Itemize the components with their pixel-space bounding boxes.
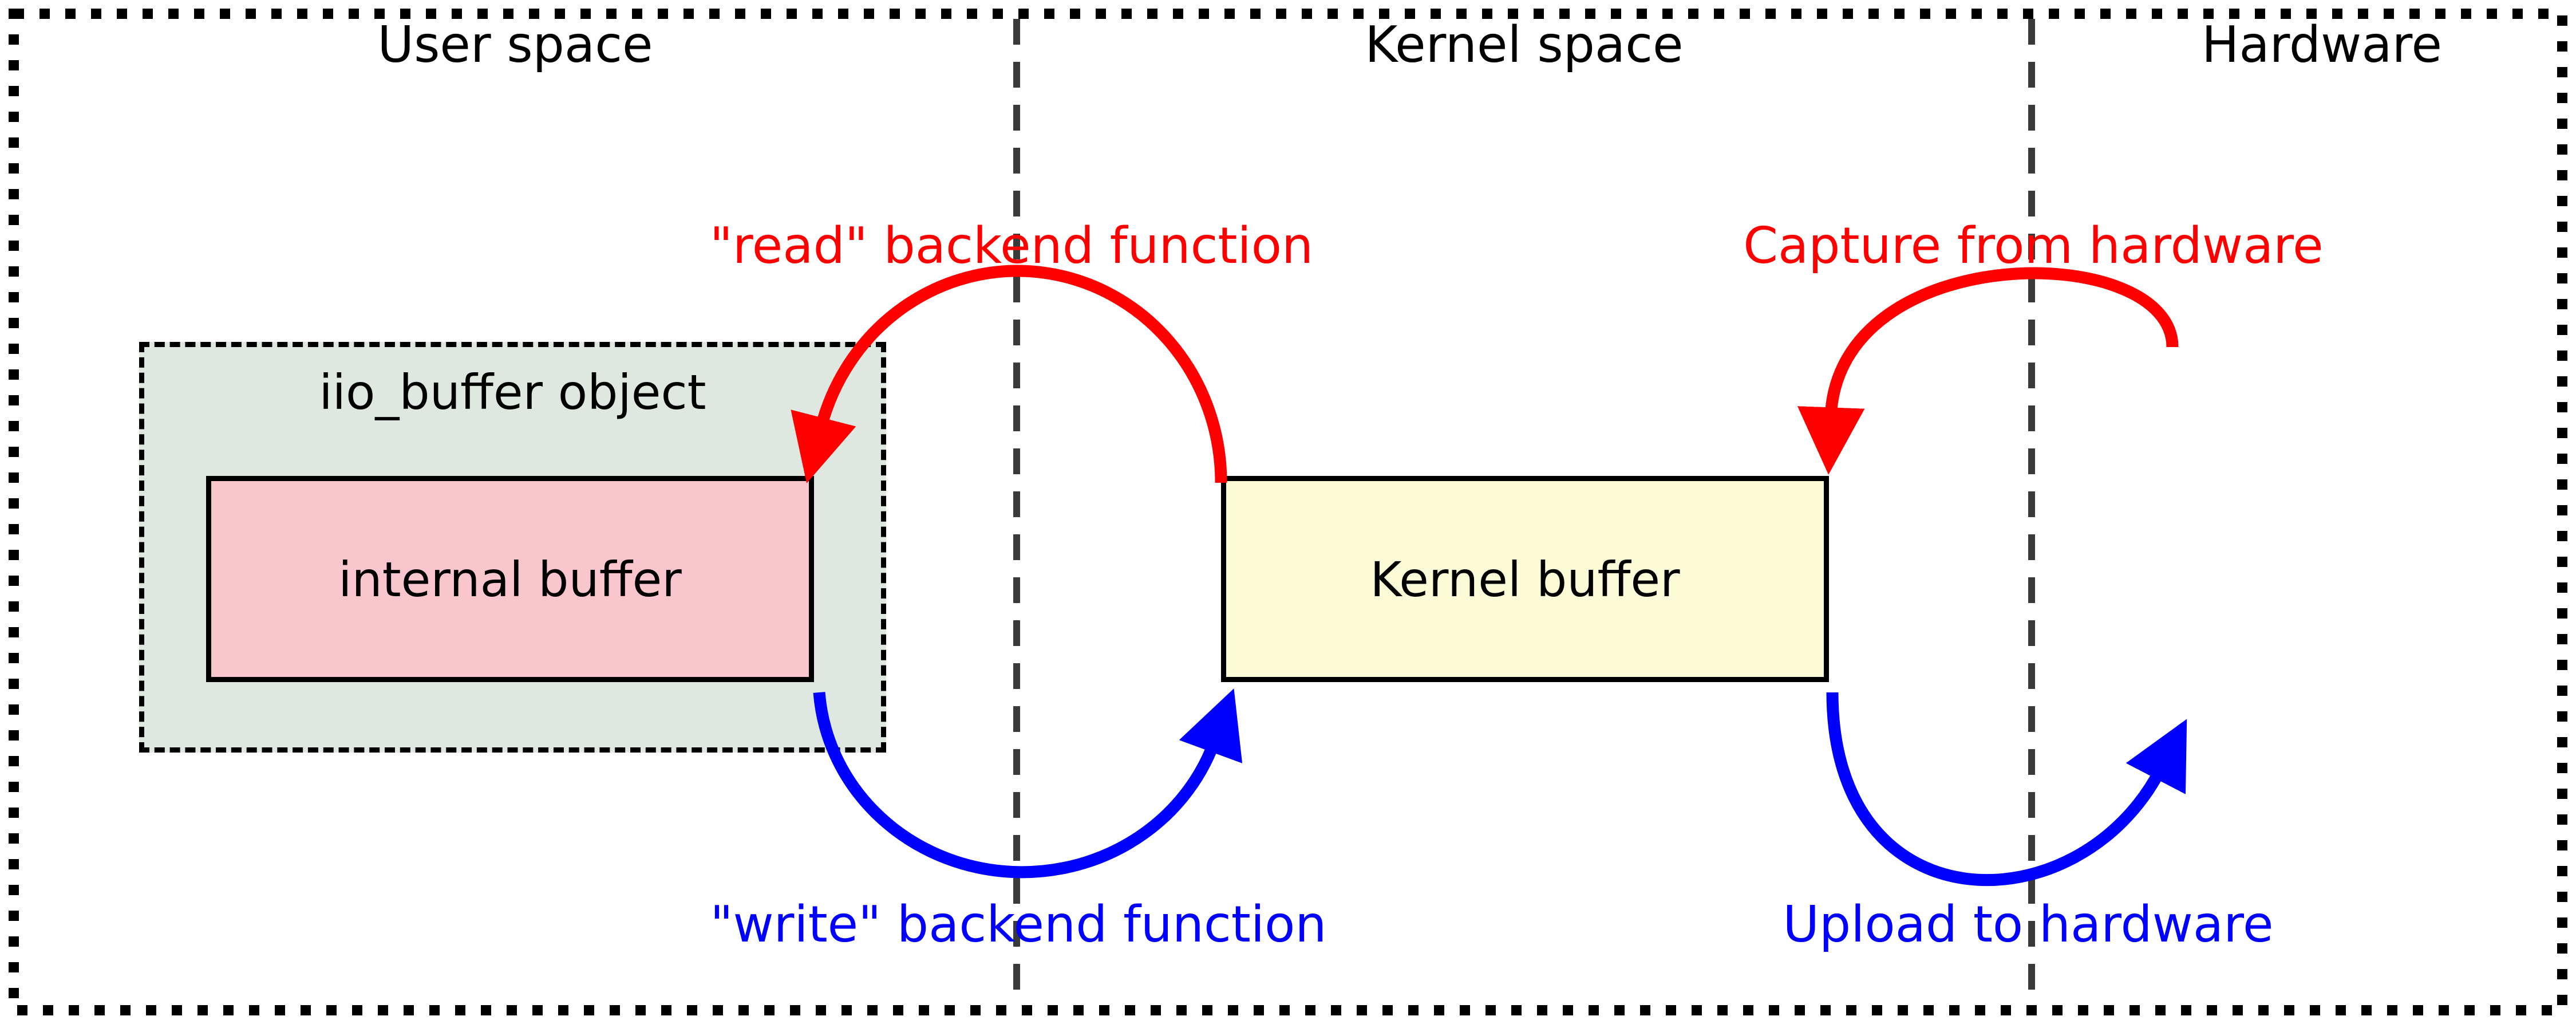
upload-arrow <box>1826 692 2187 887</box>
internal-buffer-box: internal buffer <box>206 476 814 682</box>
write-arrow-label: "write" backend function <box>710 895 1327 954</box>
kernel-buffer-box: Kernel buffer <box>1221 476 1829 682</box>
read-arrow-label: "read" backend function <box>709 216 1314 275</box>
internal-buffer-label: internal buffer <box>338 550 682 608</box>
section-title-kernel-space: Kernel space <box>1365 15 1684 74</box>
section-title-hardware: Hardware <box>2201 15 2442 74</box>
capture-arrow <box>1797 267 2179 475</box>
section-title-user-space: User space <box>377 15 653 74</box>
kernel-buffer-label: Kernel buffer <box>1370 550 1680 608</box>
upload-arrow-label: Upload to hardware <box>1783 895 2274 954</box>
iio-buffer-object-label: iio_buffer object <box>319 364 706 421</box>
capture-arrow-label: Capture from hardware <box>1743 216 2324 275</box>
